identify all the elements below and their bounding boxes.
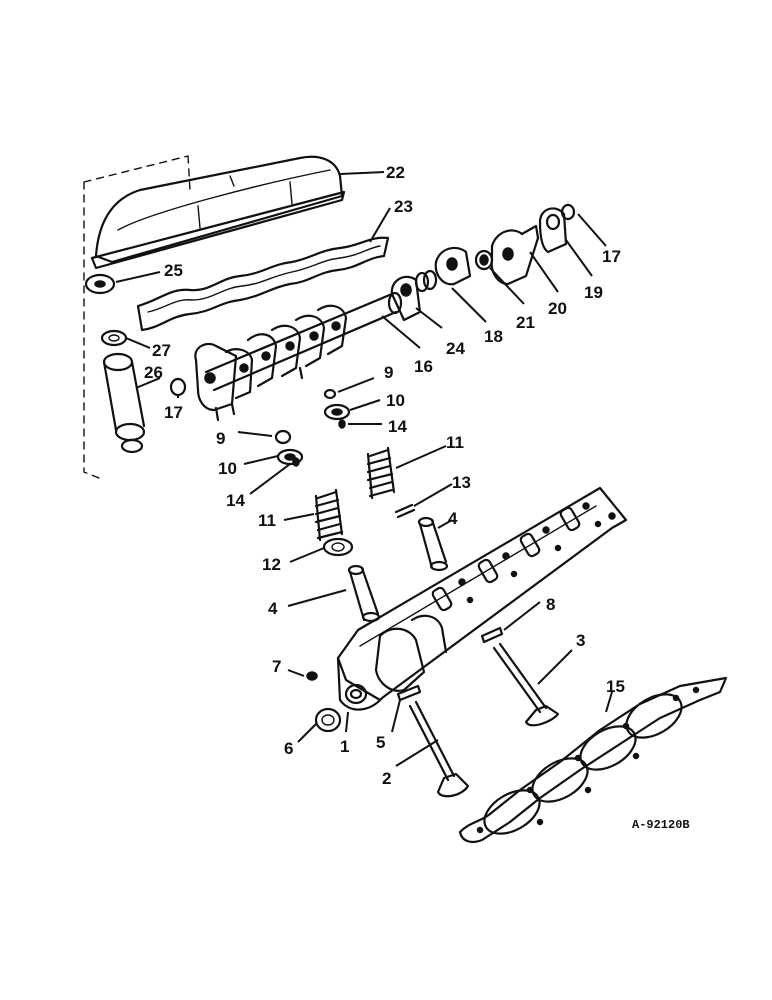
breather-tube [102, 352, 146, 454]
callout-22: 22 [386, 163, 405, 182]
head-gasket [458, 676, 728, 843]
callout-7: 7 [272, 657, 281, 676]
spacer [474, 249, 494, 271]
callout-23: 23 [394, 197, 413, 216]
callout-15: 15 [606, 677, 625, 696]
valve-lock [274, 388, 337, 445]
callout-labels: 22 23 25 27 26 17 16 24 18 21 20 19 17 9… [144, 163, 690, 832]
spring [414, 269, 438, 293]
ring [560, 203, 576, 221]
callout-25: 25 [164, 261, 183, 280]
callout-17-left: 17 [164, 403, 183, 422]
insert-intake [480, 626, 504, 644]
insert-exhaust [396, 684, 422, 702]
callout-18: 18 [484, 327, 503, 346]
callout-14-right: 14 [388, 417, 407, 436]
callout-27: 27 [152, 341, 171, 360]
callout-6: 6 [284, 739, 293, 758]
callout-12: 12 [262, 555, 281, 574]
callout-3: 3 [576, 631, 585, 650]
valve-cover [90, 155, 346, 270]
callout-2: 2 [382, 769, 391, 788]
ring [169, 377, 187, 397]
callout-21: 21 [516, 313, 535, 332]
callout-17-right: 17 [602, 247, 621, 266]
callout-8: 8 [546, 595, 555, 614]
callout-4-left: 4 [268, 599, 278, 618]
callout-20: 20 [548, 299, 567, 318]
intake-valve [492, 642, 560, 727]
rocker-arm-upper [434, 246, 472, 286]
cylinder-head [336, 486, 628, 711]
callout-13: 13 [452, 473, 471, 492]
oil-seal [292, 419, 346, 467]
reference-code: A-92120B [632, 818, 690, 832]
washer [100, 329, 128, 347]
leader-lines [115, 171, 613, 767]
callout-9-left: 9 [216, 429, 225, 448]
callout-10-left: 10 [218, 459, 237, 478]
valve-spring [314, 446, 396, 542]
spring-shim [394, 503, 416, 519]
valve-guide [347, 516, 449, 623]
callout-26: 26 [144, 363, 163, 382]
callout-5: 5 [376, 733, 385, 752]
rocker-shaft-assembly [194, 291, 403, 422]
callout-9-right: 9 [384, 363, 393, 382]
callout-16: 16 [414, 357, 433, 376]
seat-insert [314, 707, 342, 733]
valve-cover-gasket [136, 236, 390, 332]
callout-4-right: 4 [448, 509, 458, 528]
grommet [84, 273, 116, 295]
assembly-bracket-dashed [83, 155, 191, 481]
shaft-bracket [390, 275, 422, 322]
callout-14-left: 14 [226, 491, 245, 510]
callout-1: 1 [340, 737, 349, 756]
callout-10-right: 10 [386, 391, 405, 410]
plug [306, 671, 318, 681]
callout-11-right: 11 [446, 433, 464, 452]
callout-24: 24 [446, 339, 465, 358]
end-bracket [538, 207, 568, 254]
callout-11-left: 11 [258, 511, 276, 530]
exhaust-valve [408, 700, 470, 798]
spring-seat [322, 537, 354, 557]
callout-19: 19 [584, 283, 603, 302]
